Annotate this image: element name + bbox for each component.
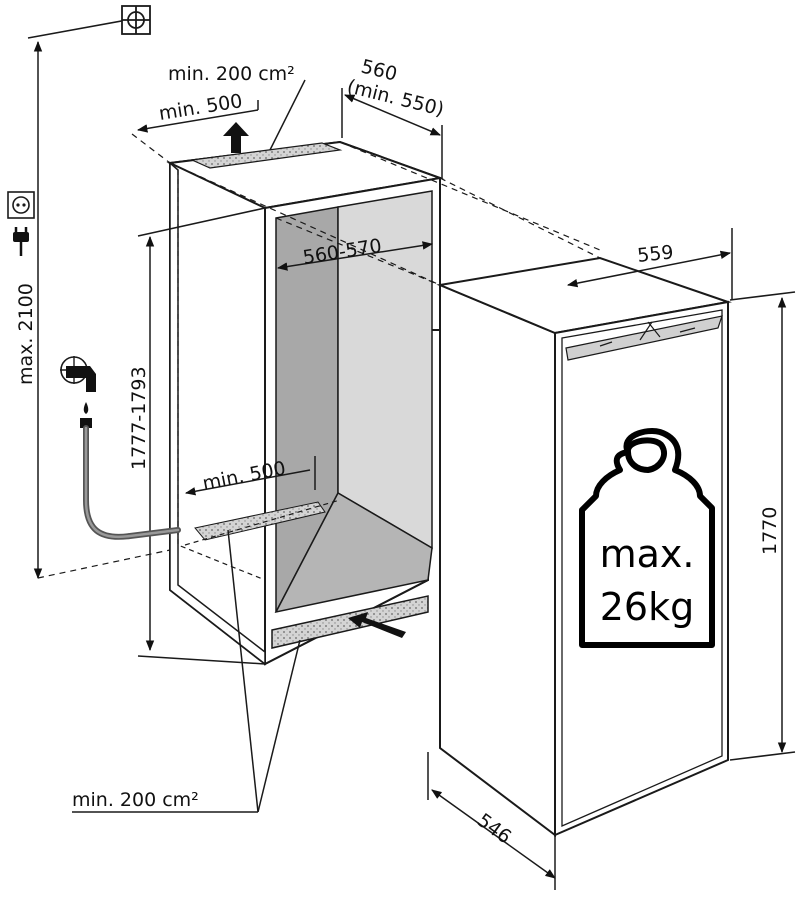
appliance-height-label: 1770 [759, 507, 781, 555]
bottom-airflow-arrow [348, 612, 406, 638]
appliance-width-label: 559 [636, 241, 674, 267]
control-panel [565, 315, 723, 361]
bottom-vent-area-label: min. 200 cm² [72, 789, 199, 811]
top-airflow-arrow [223, 122, 249, 153]
weight-icon: max. 26kg [579, 428, 715, 648]
niche-cabinet [166, 140, 444, 666]
max-height-label: max. 2100 [15, 283, 37, 385]
niche-inner-floor [274, 491, 433, 614]
top-vent-slot [189, 142, 343, 169]
dimension-lines [27, 17, 796, 890]
appliance-depth-label: 546 [473, 809, 515, 848]
water-tap-icon [60, 356, 96, 428]
niche-width-min-label: (min. 550) [345, 76, 446, 121]
niche-height-label: 1777-1793 [128, 366, 150, 470]
weight-line2: 26kg [600, 585, 694, 629]
weight-line1: max. [600, 532, 695, 576]
power-plug-icon [13, 227, 29, 256]
bottom-vent-slot [271, 595, 429, 649]
top-vent-area-label: min. 200 cm² [168, 63, 295, 85]
power-socket-icon [7, 191, 35, 219]
wall-anchor-icon [121, 5, 151, 35]
